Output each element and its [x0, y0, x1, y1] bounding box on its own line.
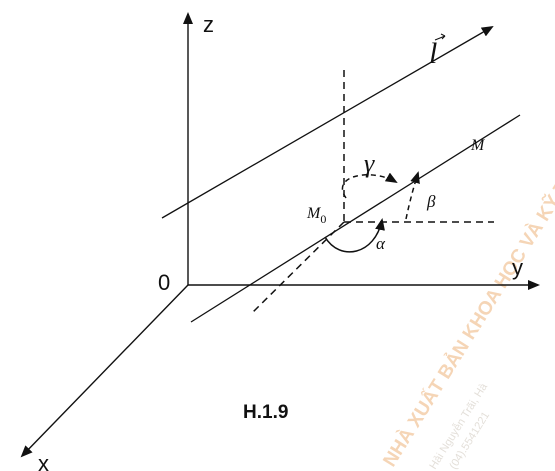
vector-arrowhead-over-l: [440, 33, 446, 40]
angle-beta-arc: [405, 171, 420, 220]
point-m0-label: M0: [306, 205, 326, 226]
y-axis-label: y: [512, 255, 523, 280]
angle-gamma-label: γ: [364, 149, 375, 178]
angle-alpha-label: α: [376, 234, 386, 253]
watermark: NHÀ XUẤT BẢN KHOA HỌC VÀ KỸ THUẬT – HỆ B…: [379, 0, 555, 471]
vector-arrow-over-l: [434, 35, 446, 41]
x-axis-label: x: [38, 451, 49, 471]
figure-caption: H.1.9: [243, 402, 288, 423]
point-m-label: M: [470, 137, 486, 154]
vector-l-label: l: [429, 37, 437, 70]
x-axis: [20, 284, 189, 458]
origin-label: 0: [158, 270, 170, 295]
watermark-text-1: NHÀ XUẤT BẢN KHOA HỌC VÀ KỸ THUẬT – HỆ B…: [379, 0, 555, 471]
z-axis-label: z: [203, 12, 214, 37]
dashed-x-parallel: [252, 221, 345, 313]
angle-alpha-arc: [324, 218, 385, 253]
angle-beta-label: β: [426, 192, 436, 211]
line-m0-m: [190, 114, 521, 323]
angle-gamma-arc: [342, 172, 398, 199]
vector-l-line: [161, 25, 494, 219]
